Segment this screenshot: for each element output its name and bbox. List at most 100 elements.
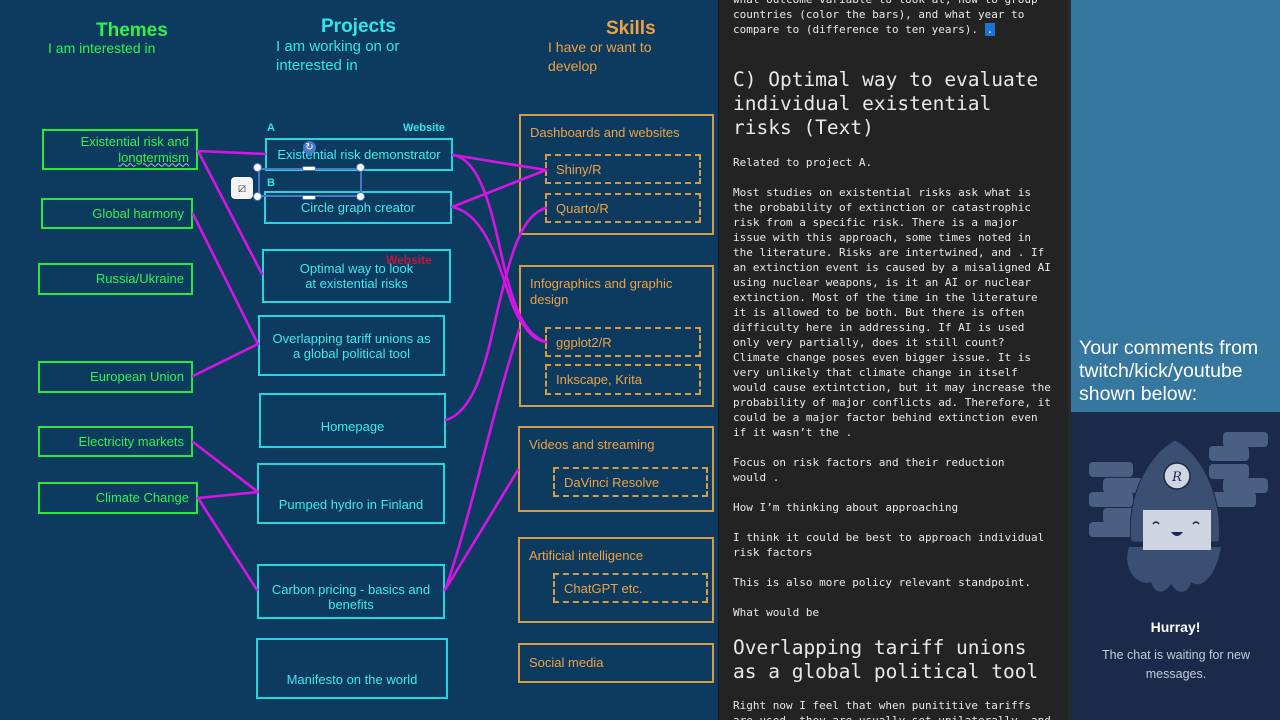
connector-global-harmony-to-tariff[interactable] <box>191 212 260 346</box>
skills-subtitle: I have or want to develop <box>548 38 652 76</box>
skill-label: DaVinci Resolve <box>564 474 660 490</box>
project-tag-b: B <box>267 177 275 189</box>
project-label: at existential risks <box>305 276 408 291</box>
project-label: Pumped hydro in Finland <box>278 497 424 512</box>
skill-group-title: Artificial intelligence <box>529 548 644 563</box>
skill-quarto[interactable]: Quarto/R <box>545 193 701 223</box>
editor-paragraph[interactable]: what outcome variable to look at, how to… <box>733 0 1063 37</box>
skill-label: Shiny/R <box>556 161 602 177</box>
projects-subtitle: I am working on or interested in <box>276 37 399 75</box>
project-label: benefits <box>328 597 374 612</box>
connector-carbon-pricing-to-infographics[interactable] <box>443 328 521 592</box>
chat-panel: Your comments from twitch/kick/youtube s… <box>1068 0 1280 720</box>
projects-title: Projects <box>321 16 396 37</box>
project-label: Homepage <box>320 419 385 434</box>
chat-body: R Hurray! The chat is waiting for new me… <box>1071 412 1280 720</box>
project-manifesto[interactable]: Manifesto on the world <box>256 638 448 699</box>
connector-climate-to-carbon-pricing[interactable] <box>196 496 259 592</box>
projects-subtitle-line1: I am working on or <box>276 38 400 55</box>
project-pumped-hydro[interactable]: Pumped hydro in Finland <box>257 463 445 524</box>
mascot-r-badge: R <box>1171 470 1182 485</box>
theme-european-union[interactable]: European Union <box>38 361 193 393</box>
project-label: Manifesto on the world <box>286 672 418 687</box>
editor-paragraph[interactable]: Most studies on existential risks ask wh… <box>733 186 1051 439</box>
editor-paragraph[interactable]: Focus on risk factors and their reductio… <box>733 456 1005 484</box>
project-tag-a: A <box>267 122 275 134</box>
project-homepage[interactable]: Homepage <box>259 393 446 448</box>
resize-handle[interactable] <box>253 163 262 172</box>
connector-existential-to-demonstrator[interactable] <box>196 149 267 156</box>
skill-shiny[interactable]: Shiny/R <box>545 154 701 184</box>
chat-hurray-title: Hurray! <box>1150 619 1201 635</box>
skills-subtitle-line1: I have or want to <box>548 39 652 55</box>
project-label: Optimal way to look <box>299 261 414 276</box>
theme-label: Global harmony <box>92 205 184 221</box>
mindmap-canvas[interactable]: Themes I am interested in Projects I am … <box>0 0 718 720</box>
project-label: Circle graph creator <box>300 200 416 215</box>
skill-group-title: Dashboards and websites <box>530 125 680 140</box>
theme-label: Existential risk and <box>80 133 189 149</box>
chat-waiting-message: The chat is waiting for new messages. <box>1102 648 1250 681</box>
theme-label: Russia/Ukraine <box>95 271 184 286</box>
project-label: Existential risk demonstrator <box>277 147 441 162</box>
themes-title: Themes <box>96 20 168 41</box>
skill-label: ChatGPT etc. <box>564 580 643 596</box>
text-cursor-selection: . <box>984 23 996 36</box>
resize-handle[interactable] <box>253 192 262 201</box>
theme-global-harmony[interactable]: Global harmony <box>41 198 193 229</box>
editor-paragraph[interactable]: Related to project A. <box>733 156 873 169</box>
skill-inkscape-krita[interactable]: Inkscape, Krita <box>545 364 701 395</box>
editor-paragraph[interactable]: I think it could be best to approach ind… <box>733 531 1045 559</box>
chat-bubble-icons <box>1089 432 1268 537</box>
selection-box[interactable] <box>258 168 362 197</box>
project-badge-website-red: Website <box>386 253 432 267</box>
skill-group-title: Social media <box>529 655 604 670</box>
skill-group-title-line: Infographics and graphic <box>530 276 673 291</box>
connector-electricity-to-pumped-hydro[interactable] <box>191 440 260 494</box>
rotate-handle-icon[interactable]: ↻ <box>303 141 316 154</box>
resize-handle[interactable] <box>302 166 316 171</box>
connector-eu-to-tariff[interactable] <box>191 342 260 378</box>
project-label: a global political tool <box>292 345 411 361</box>
editor-paragraph[interactable]: What would be <box>733 606 820 619</box>
editor-paragraph[interactable]: Right now I feel that when punititive ta… <box>733 699 1051 720</box>
skill-label: Quarto/R <box>556 200 609 216</box>
editor-text: what outcome variable to look at, how to… <box>733 0 1038 36</box>
theme-electricity-markets[interactable]: Electricity markets <box>38 426 193 457</box>
connector-carbon-pricing-to-videos[interactable] <box>443 468 520 592</box>
skill-group-title: Videos and streaming <box>529 437 655 452</box>
skill-ggplot2[interactable]: ggplot2/R <box>545 327 701 357</box>
connector-climate-to-pumped-hydro[interactable] <box>196 490 260 500</box>
skills-subtitle-line2: develop <box>548 58 598 74</box>
chat-header: Your comments from twitch/kick/youtube s… <box>1079 337 1259 405</box>
skill-label: ggplot2/R <box>556 334 612 350</box>
resize-handle[interactable] <box>356 192 365 201</box>
editor-heading-c[interactable]: C) Optimal way to evaluate individual ex… <box>733 68 1039 139</box>
theme-label: Climate Change <box>95 490 189 505</box>
editor-heading-tariff[interactable]: Overlapping tariff unions as a global po… <box>733 636 1039 683</box>
theme-label: European Union <box>90 369 184 384</box>
squid-mascot-icon: R <box>1089 432 1268 592</box>
skill-group-title-line: design <box>530 292 569 307</box>
resize-handle[interactable] <box>302 195 316 200</box>
skill-davinci-resolve[interactable]: DaVinci Resolve <box>553 467 708 497</box>
theme-label: longtermism <box>118 149 189 165</box>
editor-paragraph[interactable]: How I’m thinking about approaching <box>733 501 959 514</box>
project-badge-website: Website <box>403 122 445 134</box>
resize-handle[interactable] <box>356 163 365 172</box>
theme-russia-ukraine[interactable]: Russia/Ukraine <box>38 263 193 295</box>
theme-climate-change[interactable]: Climate Change <box>38 482 198 514</box>
theme-label: Electricity markets <box>78 433 184 449</box>
skill-group-social-media[interactable]: Social media <box>518 643 714 683</box>
projects-subtitle-line2: interested in <box>276 57 358 74</box>
editor-paragraph[interactable]: This is also more policy relevant standp… <box>733 576 1032 589</box>
skills-title: Skills <box>606 18 656 39</box>
unlink-icon[interactable]: ⧄ <box>231 177 253 199</box>
skill-chatgpt[interactable]: ChatGPT etc. <box>553 573 708 603</box>
text-editor[interactable]: what outcome variable to look at, how to… <box>718 0 1068 720</box>
connector-existential-to-optimal-way[interactable] <box>196 149 264 276</box>
project-label: Carbon pricing - basics and <box>271 582 431 597</box>
